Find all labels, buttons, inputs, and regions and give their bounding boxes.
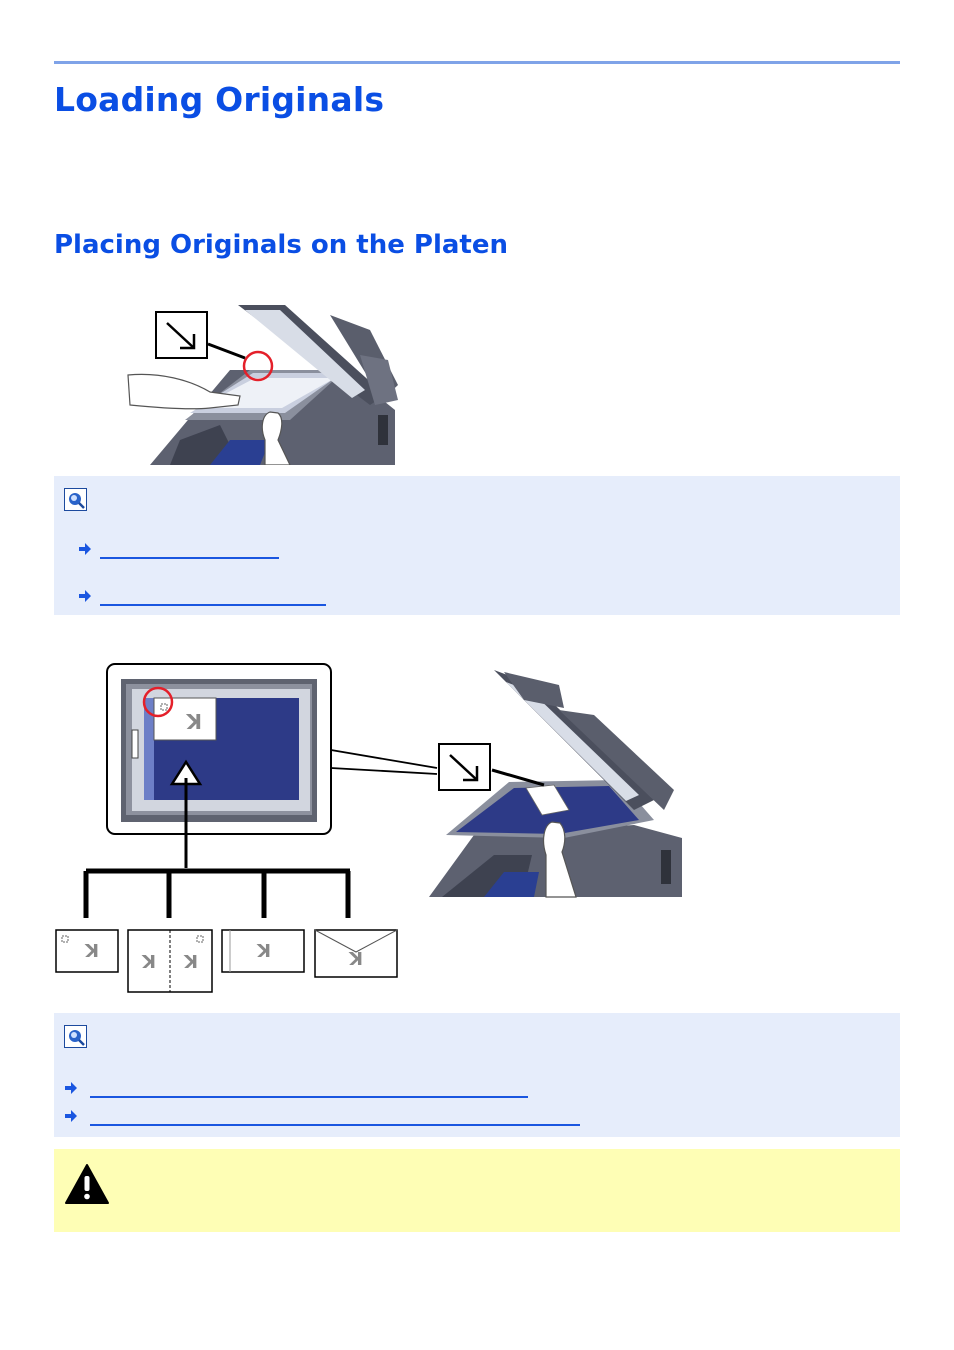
top-rule bbox=[54, 61, 900, 64]
related-link-3[interactable] bbox=[64, 1081, 544, 1099]
note-box-2 bbox=[54, 1013, 900, 1137]
original-orientation-illustration: K K K K K K bbox=[55, 663, 682, 993]
warning-triangle-icon bbox=[65, 1164, 109, 1204]
svg-text:K: K bbox=[348, 947, 363, 968]
related-link-2[interactable] bbox=[78, 589, 330, 607]
link-underline bbox=[90, 1124, 580, 1126]
arrow-right-icon bbox=[79, 590, 91, 602]
warning-box bbox=[54, 1149, 900, 1232]
related-link-4[interactable] bbox=[64, 1109, 594, 1127]
svg-text:K: K bbox=[185, 709, 202, 733]
note-magnifier-icon bbox=[64, 1025, 87, 1048]
related-link-1[interactable] bbox=[78, 542, 283, 560]
section-title: Placing Originals on the Platen bbox=[54, 230, 508, 260]
svg-text:K: K bbox=[183, 950, 198, 971]
svg-text:K: K bbox=[84, 939, 99, 960]
link-underline bbox=[100, 557, 279, 559]
link-underline bbox=[100, 604, 326, 606]
note-box-1 bbox=[54, 476, 900, 615]
note-magnifier-icon bbox=[64, 488, 87, 511]
svg-text:K: K bbox=[256, 939, 271, 960]
platen-placement-illustration bbox=[127, 305, 398, 465]
arrow-right-icon bbox=[79, 543, 91, 555]
link-underline bbox=[90, 1096, 528, 1098]
page-title: Loading Originals bbox=[54, 80, 385, 119]
arrow-right-icon bbox=[65, 1082, 77, 1094]
svg-text:K: K bbox=[141, 950, 156, 971]
arrow-right-icon bbox=[65, 1110, 77, 1122]
